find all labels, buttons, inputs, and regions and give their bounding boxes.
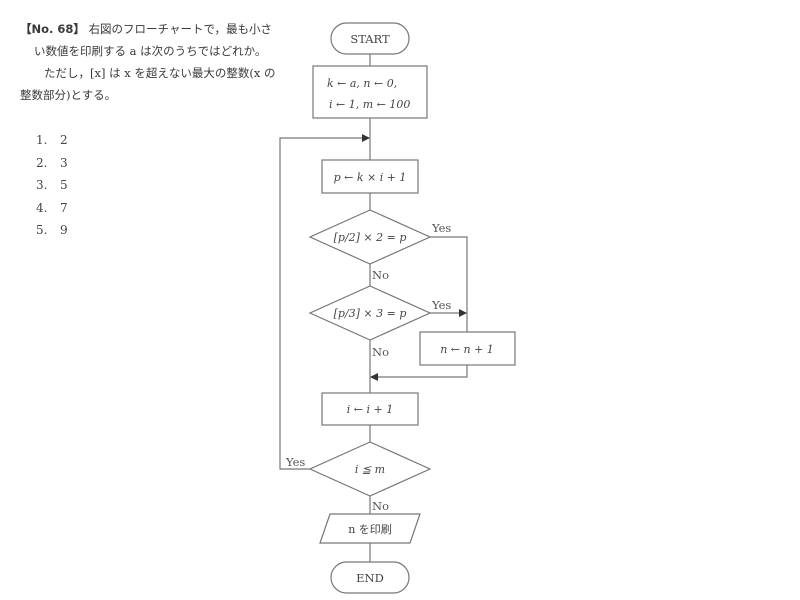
decision-div3-yes-label: Yes	[431, 298, 451, 312]
choice-value: 5	[60, 178, 68, 192]
choice-number: 1.	[36, 133, 48, 147]
question-text: 【No. 68】 右図のフローチャートで，最も小さ い数値を印刷する a は次の…	[20, 18, 282, 106]
choice-value: 2	[60, 133, 68, 147]
start-terminal: START	[330, 22, 410, 55]
choice-number: 3.	[36, 178, 48, 192]
decision-loop-label: i ≦ m	[355, 463, 385, 476]
question-line-2: い数値を印刷する a は次のうちではどれか。	[34, 44, 267, 58]
answer-choices: 1.2 2.3 3.5 4.7 5.9	[36, 129, 68, 242]
question-number: 【No. 68】	[20, 22, 85, 36]
compute-p-label: p ← k × i + 1	[334, 171, 407, 184]
choice-number: 2.	[36, 155, 48, 170]
decision-div2-yes-label: Yes	[431, 221, 451, 235]
choice-number: 5.	[36, 223, 48, 237]
init-line-1: k ← a, n ← 0,	[327, 77, 397, 90]
decision-loop: i ≦ m	[308, 441, 432, 497]
increment-n-label: n ← n + 1	[440, 343, 494, 356]
end-label: END	[356, 571, 384, 585]
choice-2: 2.3	[36, 152, 68, 175]
question-line-1: 【No. 68】 右図のフローチャートで，最も小さ	[20, 18, 282, 40]
choice-number: 4.	[36, 200, 48, 215]
question-line-4: 整数部分)とする。	[20, 88, 117, 102]
question-line-3: ただし，[x] は x を超えない最大の整数(x の	[44, 66, 276, 80]
decision-div2-no-label: No	[372, 268, 389, 282]
print-output-label: n を印刷	[348, 523, 392, 536]
increment-i-label: i ← i + 1	[347, 403, 393, 416]
decision-loop-yes-label: Yes	[285, 455, 305, 469]
print-output: n を印刷	[319, 513, 421, 544]
end-terminal: END	[330, 561, 410, 594]
decision-div3: [p/3] × 3 = p	[308, 285, 432, 341]
decision-div2-label: [p/2] × 2 = p	[334, 231, 407, 244]
choice-1: 1.2	[36, 129, 68, 152]
start-label: START	[350, 32, 390, 46]
connector-loop-back	[279, 134, 370, 470]
choice-4: 4.7	[36, 197, 68, 220]
init-process: k ← a, n ← 0, i ← 1, m ← 100	[312, 65, 428, 119]
connector-n-merge	[370, 365, 468, 381]
compute-p-process: p ← k × i + 1	[321, 159, 419, 194]
choice-value: 9	[60, 223, 68, 237]
increment-i-process: i ← i + 1	[321, 392, 419, 426]
connector-lines	[279, 54, 468, 562]
init-line-2: i ← 1, m ← 100	[329, 98, 410, 111]
choice-5: 5.9	[36, 219, 68, 242]
choice-3: 3.5	[36, 174, 68, 197]
decision-loop-no-label: No	[372, 499, 389, 513]
choice-value: 3	[60, 155, 68, 170]
decision-div3-label: [p/3] × 3 = p	[334, 307, 407, 320]
choice-value: 7	[60, 200, 68, 215]
increment-n-process: n ← n + 1	[419, 331, 516, 366]
question-line-1-text: 右図のフローチャートで，最も小さ	[88, 22, 272, 36]
connector-d1-yes	[430, 236, 468, 332]
decision-div3-no-label: No	[372, 345, 389, 359]
decision-div2: [p/2] × 2 = p	[308, 209, 432, 265]
